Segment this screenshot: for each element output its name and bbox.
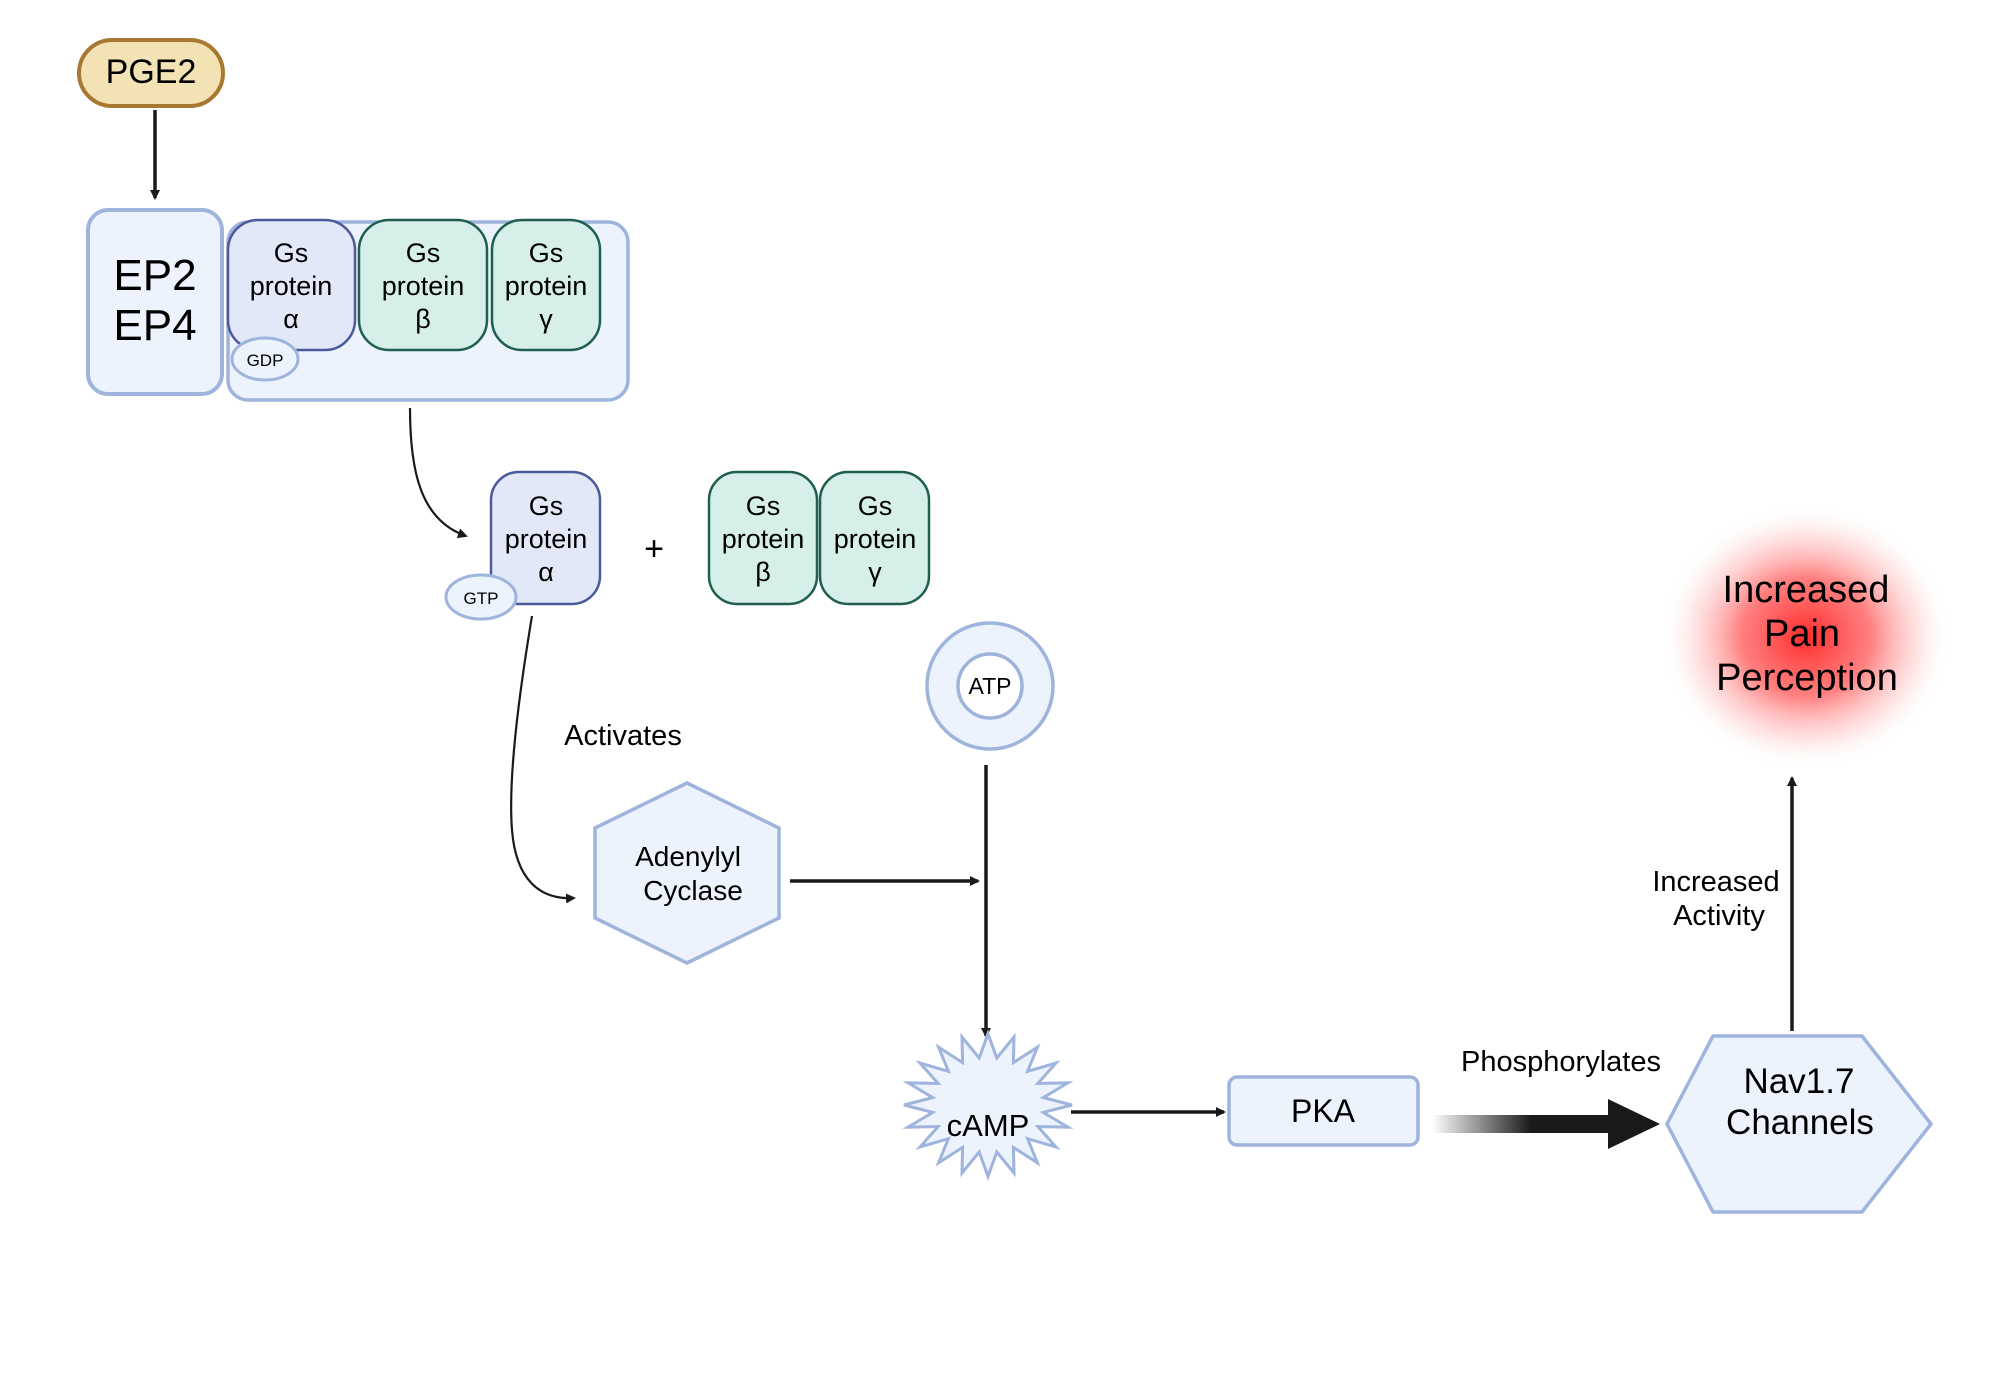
gtp-badge: GTP [444, 573, 518, 621]
beta-line1: Gs [406, 238, 441, 268]
adenylyl-cyclase: Adenylyl Cyclase [593, 781, 781, 965]
cyclase-line1: Adenylyl [635, 841, 741, 872]
outcome-line3: Perception [1716, 657, 1898, 699]
pain-perception-outcome: Increased Pain Perception [1661, 505, 1951, 769]
outcome-line1: Increased [1723, 569, 1890, 611]
plus-sign: + [644, 530, 664, 568]
pain-glow [1661, 505, 1951, 769]
arrow-pka-to-nav [1432, 1099, 1660, 1149]
increased-activity-line1: Increased [1652, 866, 1779, 898]
pka-label: PKA [1291, 1093, 1356, 1129]
atp-molecule: ATP [925, 621, 1055, 751]
act-alpha-line3: α [538, 557, 554, 587]
activates-label: Activates [564, 720, 682, 752]
gtp-label: GTP [464, 589, 499, 608]
pka-box: PKA [1227, 1075, 1420, 1147]
free-beta-line1: Gs [746, 491, 781, 521]
gamma-line3: γ [539, 304, 553, 334]
free-beta-line3: β [755, 557, 771, 587]
free-gamma-line1: Gs [858, 491, 893, 521]
nav-line2: Channels [1726, 1103, 1874, 1142]
cyclase-line2: Cyclase [643, 875, 743, 906]
act-alpha-line1: Gs [529, 491, 564, 521]
nav-line1: Nav1.7 [1744, 1062, 1855, 1101]
increased-activity-line2: Activity [1673, 900, 1765, 932]
free-gamma-line2: protein [834, 524, 917, 554]
alpha-line2: protein [250, 271, 333, 301]
nav17-channels: Nav1.7 Channels [1665, 1034, 1934, 1214]
outcome-line2: Pain [1764, 613, 1840, 655]
free-gs-beta: Gs protein β [707, 470, 819, 606]
gamma-line1: Gs [529, 238, 564, 268]
camp-starburst [902, 1029, 1074, 1181]
free-beta-line2: protein [722, 524, 805, 554]
beta-line2: protein [382, 271, 465, 301]
gs-beta-subunit: Gs protein β [357, 218, 489, 352]
gs-protein-complex: Gs protein α Gs protein β Gs protein γ G… [226, 218, 630, 402]
free-gamma-line3: γ [868, 557, 882, 587]
receptor-line1: EP2 [113, 251, 196, 300]
camp-label: cAMP [947, 1108, 1030, 1143]
gamma-line2: protein [505, 271, 588, 301]
atp-label: ATP [968, 673, 1011, 699]
camp-molecule: cAMP [902, 1029, 1074, 1181]
free-gs-gamma: Gs protein γ [818, 470, 931, 606]
ep2-ep4-receptor: EP2 EP4 [86, 208, 224, 396]
gs-gamma-subunit: Gs protein γ [490, 218, 602, 352]
gdp-label: GDP [247, 351, 284, 370]
activated-gs-alpha: Gs protein α [489, 470, 602, 606]
gs-alpha-subunit: Gs protein α [226, 218, 357, 352]
beta-line3: β [415, 304, 431, 334]
arrow-alpha-to-cyclase [510, 615, 576, 904]
pge2-label: PGE2 [106, 53, 197, 91]
arrow-dissociation [408, 407, 468, 539]
alpha-line3: α [283, 304, 299, 334]
act-alpha-line2: protein [505, 524, 588, 554]
pge2-ligand: PGE2 [77, 38, 225, 108]
phosphorylates-label: Phosphorylates [1461, 1046, 1661, 1078]
alpha-line1: Gs [274, 238, 309, 268]
receptor-line2: EP4 [113, 301, 196, 350]
gdp-badge: GDP [230, 336, 300, 382]
